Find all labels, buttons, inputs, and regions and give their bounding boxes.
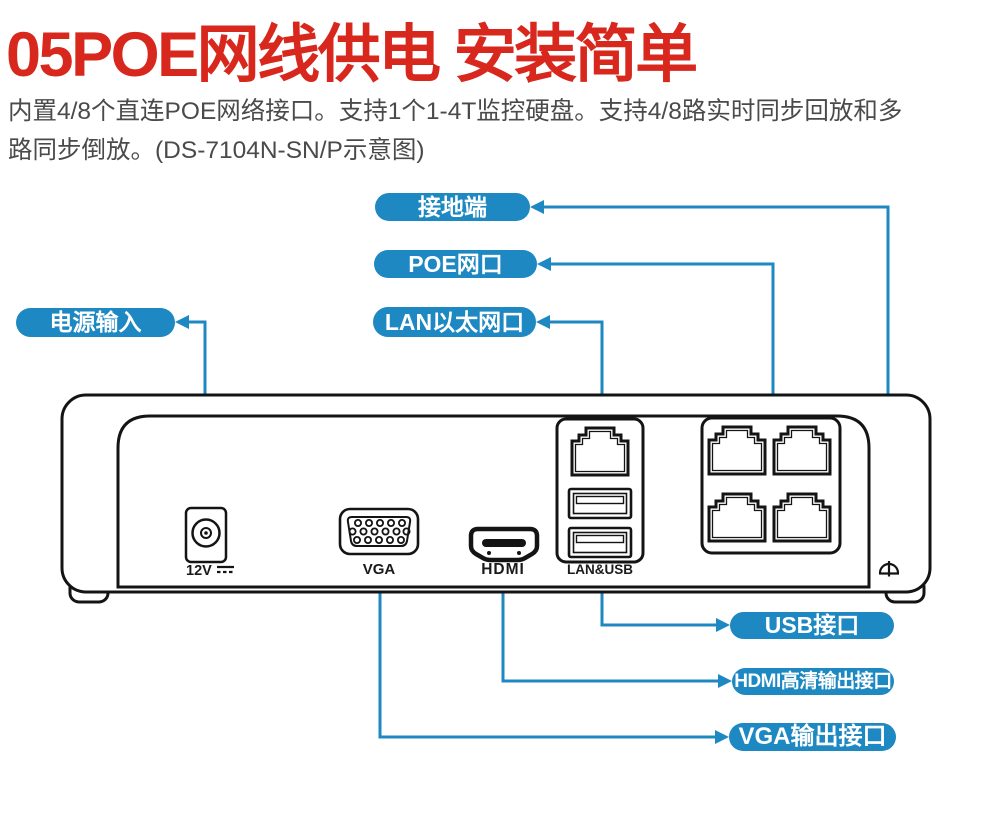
vga-port-label: VGA: [363, 561, 396, 578]
callout-line-vga: [378, 577, 729, 744]
ground-icon: [878, 561, 900, 577]
power-jack: 12V: [184, 506, 234, 579]
description-line-2: 路同步倒放。(DS-7104N-SN/P示意图): [8, 137, 425, 164]
arrowhead-icon: [175, 315, 189, 329]
arrowhead-icon: [715, 730, 729, 744]
callout-line-poe: [537, 257, 775, 417]
vga-pin-holes: [348, 519, 411, 545]
dc-voltage-icon: [217, 565, 234, 574]
page-title: 05POE网线供电 安装简单: [6, 20, 698, 90]
usb-port-1: [567, 487, 633, 520]
description-line-1: 内置4/8个直连POE网络接口。支持1个1-4T监控硬盘。支持4/8路实时同步回…: [8, 98, 903, 125]
arrowhead-icon: [718, 674, 732, 688]
callout-label-lan: LAN以太网口: [373, 307, 536, 337]
callout-label-usb: USB接口: [730, 612, 894, 639]
callout-label-hdmi-out: HDMI高清输出接口: [732, 668, 894, 695]
callout-line-lan: [536, 315, 604, 427]
power-port-label: 12V: [186, 563, 212, 579]
arrowhead-icon: [716, 618, 730, 632]
poe-rj45-port-4: [772, 492, 832, 543]
callout-label-power: 电源输入: [16, 308, 175, 337]
callout-line-hdmi: [501, 577, 732, 688]
poe-rj45-port-1: [707, 425, 767, 476]
usb-port-2: [567, 526, 633, 559]
callout-label-poe: POE网口: [374, 250, 537, 278]
poe-port-block: [700, 416, 842, 555]
hdmi-port-label: HDMI: [481, 561, 525, 578]
callout-label-vga-out: VGA输出接口: [729, 723, 896, 751]
poe-rj45-port-2: [772, 425, 832, 476]
hdmi-port: HDMI: [468, 526, 540, 578]
arrowhead-icon: [530, 200, 544, 214]
arrowhead-icon: [536, 315, 550, 329]
lan-usb-block: LAN&USB: [555, 417, 645, 577]
lan-rj45-port: [570, 426, 630, 477]
poe-rj45-port-3: [707, 492, 767, 543]
callout-label-ground: 接地端: [375, 193, 530, 221]
device-recessed-panel: [116, 414, 871, 589]
arrowhead-icon: [537, 257, 551, 271]
vga-port: VGA: [338, 507, 420, 578]
description-text: 内置4/8个直连POE网络接口。支持1个1-4T监控硬盘。支持4/8路实时同步回…: [8, 92, 983, 170]
lan-usb-label: LAN&USB: [567, 562, 633, 577]
